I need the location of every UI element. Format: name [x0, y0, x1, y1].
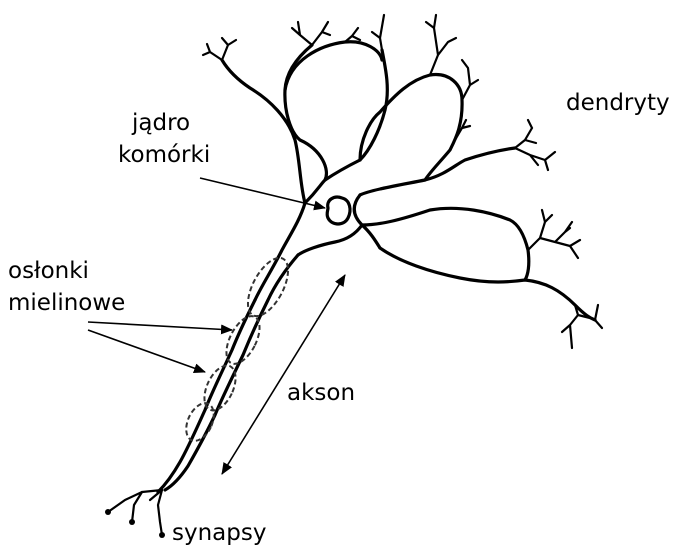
annotation-arrows: [88, 178, 345, 474]
dendrite-branches: [203, 15, 602, 348]
axon: [158, 255, 298, 492]
dendrite-lower-right-upper: [362, 208, 529, 280]
myelin-label-line1: osłonki: [8, 258, 89, 284]
dendrite-mid-loop: [360, 75, 462, 180]
myelin-arrow-upper: [88, 322, 232, 330]
synapses-label: synapsy: [172, 520, 266, 546]
nucleus-label-line1: jądro: [131, 110, 190, 136]
nucleus-arrow: [200, 178, 325, 208]
myelin-label-line2: mielinowe: [8, 290, 125, 316]
dendrite-top-inner: [285, 42, 382, 90]
dendrite-lower-right: [380, 248, 595, 320]
synapse-terminals: [105, 490, 165, 538]
nucleus: [327, 197, 350, 224]
soma-bottom-edge: [298, 225, 362, 255]
soma-right-lower: [354, 195, 380, 248]
nucleus-label-line2: komórki: [118, 142, 210, 168]
dendrite-left-loop: [285, 45, 327, 203]
axon-hillock-left: [255, 203, 305, 300]
axon-length-arrow: [222, 275, 345, 474]
neuron-outline: [222, 42, 595, 320]
dendrite-right-upper: [360, 148, 515, 195]
axon-label: akson: [287, 380, 355, 406]
myelin-arrow-lower: [88, 330, 205, 372]
dendrites-label: dendryty: [566, 90, 670, 116]
labels: dendryty jądro komórki osłonki mielinowe…: [8, 90, 670, 546]
